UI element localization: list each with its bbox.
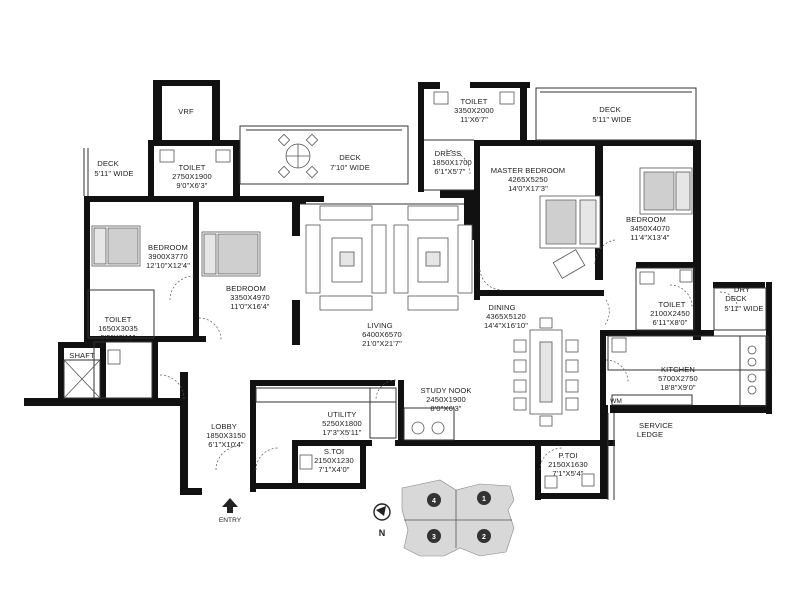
lobby-ft: 6'1"X10'4": [208, 440, 244, 449]
dry-deck-dim: 5'11" WIDE: [724, 304, 763, 313]
key-unit-3: [427, 529, 441, 543]
utility-name: UTILITY: [328, 410, 357, 419]
dining-ft: 14'4"X16'10": [484, 321, 528, 330]
kitchen-ft: 18'8"X9'0": [660, 383, 696, 392]
bedroom-right-mm: 3450X4070: [630, 224, 670, 233]
toilet-master-ft: 11'X6'7": [460, 115, 488, 124]
toilet-left-ft: 5'5"X9'11": [101, 333, 136, 342]
deck-center-name: DECK: [339, 153, 361, 162]
utility-mm: 5250X1800: [322, 419, 362, 428]
p-toi-mm: 2150X1630: [548, 460, 588, 469]
study-nook-ft: 8'0"X6'3": [430, 404, 461, 413]
key-unit-1: [477, 491, 491, 505]
bedroom-left-mm: 3900X3770: [148, 252, 188, 261]
dry-deck-name1: DRY: [734, 285, 750, 294]
p-toi-name: P.TOI: [558, 451, 577, 460]
study-nook-mm: 2450X1900: [426, 395, 466, 404]
bedroom-middle-name: BEDROOM: [226, 284, 266, 293]
dining-mm: 4365X5120: [486, 312, 526, 321]
service-ledge-name2: LEDGE: [637, 430, 663, 439]
bedroom-left-name: BEDROOM: [148, 243, 188, 252]
master-bedroom-name: MASTER BEDROOM: [491, 166, 565, 175]
lobby-mm: 1850X3150: [206, 431, 246, 440]
entry-arrow-icon: [222, 498, 238, 513]
dress-name: DRESS: [435, 149, 462, 158]
key-unit-4-label: 4: [432, 498, 436, 505]
s-toi-mm: 2150X1230: [314, 456, 354, 465]
toilet-right-name: TOILET: [658, 300, 685, 309]
toilet-left-mm: 1650X3035: [98, 324, 138, 333]
deck-left-dim: 5'11" WIDE: [94, 169, 133, 178]
lobby-name: LOBBY: [211, 422, 237, 431]
bedroom-left-ft: 12'10"X12'4": [146, 261, 190, 270]
toilet-master-mm: 3350X2000: [454, 106, 494, 115]
dining-name: DINING: [488, 303, 515, 312]
toilet-right-mm: 2100X2450: [650, 309, 690, 318]
shaft-name: SHAFT: [69, 351, 95, 360]
living-name: LIVING: [367, 321, 393, 330]
dress-mm: 1850X1700: [432, 158, 472, 167]
toilet-upper-left-name: TOILET: [178, 163, 205, 172]
utility-ft: 17'3"X5'11": [322, 428, 361, 437]
toilet-left-name: TOILET: [104, 315, 131, 324]
deck-center-dim: 7'10" WIDE: [330, 163, 370, 172]
vrf-label: VRF: [178, 107, 194, 116]
deck-left-name: DECK: [97, 159, 119, 168]
entry-label: ENTRY: [219, 517, 242, 524]
deck-right-name: DECK: [599, 105, 621, 114]
furniture: [91, 91, 757, 489]
toilet-master-name: TOILET: [460, 97, 487, 106]
s-toi-name: S.TOI: [324, 447, 344, 456]
dress-ft: 6'1"X5'7": [434, 167, 465, 176]
doors: [159, 149, 739, 471]
north-compass: N: [373, 503, 391, 538]
wm-label: WM: [610, 398, 622, 405]
kitchen-mm: 5700X2750: [658, 374, 698, 383]
room-labels: VRF DECK 5'11" WIDE TOILET 2750X1900 9'0…: [69, 97, 763, 478]
dry-deck-name2: DECK: [725, 294, 747, 303]
key-unit-3-label: 3: [432, 534, 436, 541]
entry-marker: ENTRY: [219, 498, 242, 524]
living-ft: 21'0"X21'7": [362, 339, 402, 348]
study-nook-name: STUDY NOOK: [420, 386, 471, 395]
key-unit-2: [477, 529, 491, 543]
service-ledge-name1: SERVICE: [639, 421, 673, 430]
toilet-right-ft: 6'11"X8'0": [653, 318, 688, 327]
living-mm: 6400X6570: [362, 330, 402, 339]
s-toi-ft: 7'1"X4'0": [318, 465, 349, 474]
deck-right-dim: 5'11" WIDE: [592, 115, 631, 124]
key-plan: 4 1 3 2: [401, 479, 515, 557]
key-unit-2-label: 2: [482, 534, 486, 541]
kitchen-name: KITCHEN: [661, 365, 695, 374]
key-unit-4: [427, 493, 441, 507]
bedroom-right-name: BEDROOM: [626, 215, 666, 224]
p-toi-ft: 7'1"X5'4": [552, 469, 583, 478]
master-bedroom-mm: 4265X5250: [508, 175, 548, 184]
north-label: N: [379, 528, 386, 538]
key-unit-1-label: 1: [482, 496, 486, 503]
compass-icon: [373, 503, 391, 521]
bedroom-middle-ft: 11'0"X16'4": [230, 302, 269, 311]
toilet-upper-left-ft: 9'0"X6'3": [176, 181, 207, 190]
bedroom-right-ft: 11'4"X13'4": [630, 233, 669, 242]
toilet-upper-left-mm: 2750X1900: [172, 172, 212, 181]
partitions: [63, 87, 769, 500]
bedroom-middle-mm: 3350X4970: [230, 293, 270, 302]
master-bedroom-ft: 14'0"X17'3": [508, 184, 548, 193]
walls: [24, 80, 772, 500]
